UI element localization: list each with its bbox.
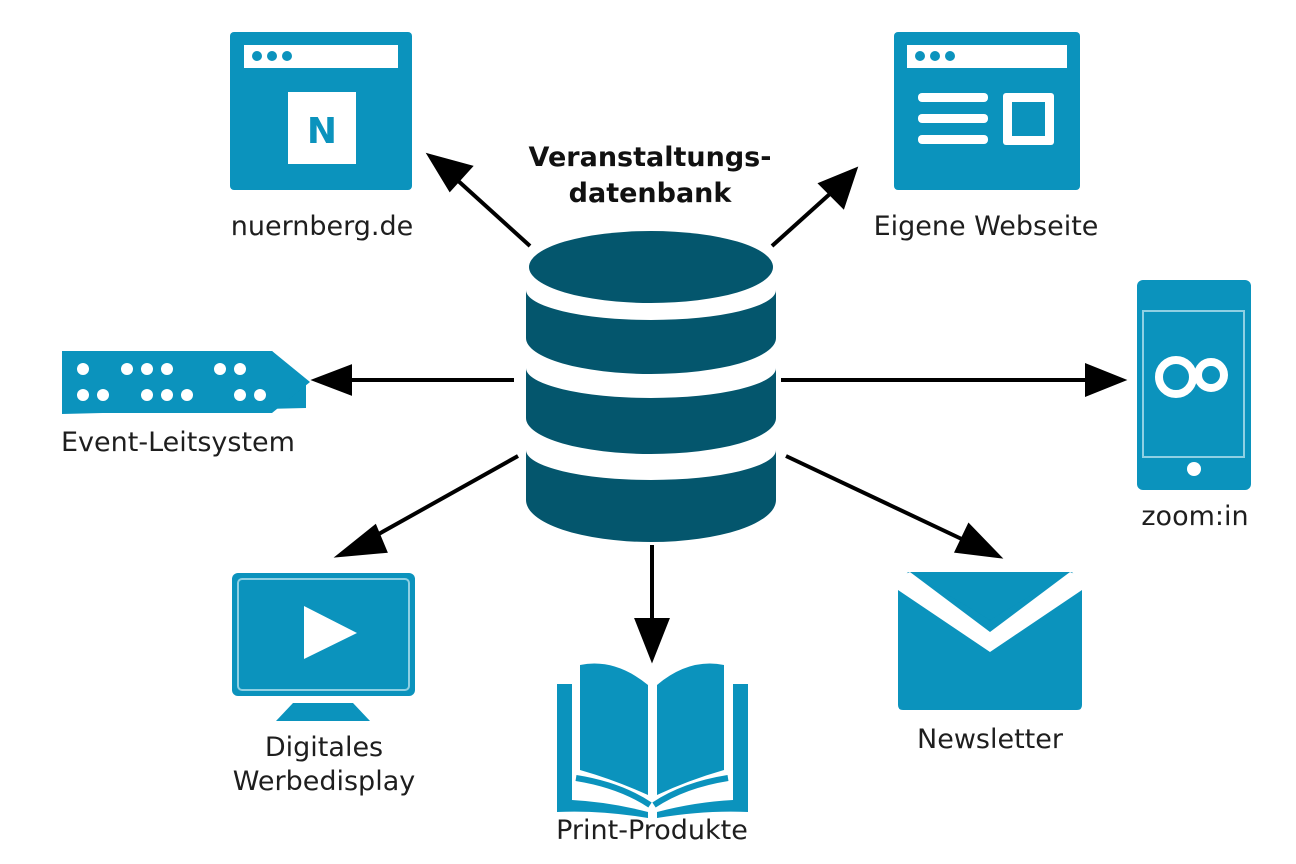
arrows (310, 152, 1128, 664)
database-icon[interactable] (526, 231, 776, 542)
browser-n-icon[interactable]: N (230, 32, 412, 190)
arrow-to-newsletter (785, 454, 1004, 559)
smartphone-icon[interactable] (1137, 280, 1251, 490)
label-newsletter: Newsletter (917, 724, 1063, 755)
label-display-line-2: Werbedisplay (232, 766, 416, 797)
browser-layout-icon[interactable] (894, 32, 1080, 190)
arrow-to-nuernberg (425, 152, 532, 248)
envelope-icon[interactable] (898, 572, 1082, 710)
open-book-icon[interactable] (557, 663, 748, 818)
title-line-2: datenbank (568, 178, 732, 209)
arrow-to-display (333, 454, 519, 558)
label-event-leitsystem: Event-Leitsystem (61, 427, 295, 458)
arrow-to-zoomin (781, 363, 1128, 397)
center-title: Veranstaltungs- datenbank (480, 140, 820, 212)
arrow-to-print (634, 545, 670, 664)
label-nuernberg: nuernberg.de (230, 211, 414, 242)
label-eigene-webseite: Eigene Webseite (873, 211, 1099, 242)
dot-sign-icon[interactable] (62, 351, 310, 414)
n-letter: N (307, 111, 337, 152)
arrow-to-leitsystem (310, 364, 514, 396)
title-line-1: Veranstaltungs- (528, 142, 772, 173)
label-print-produkte: Print-Produkte (556, 815, 748, 846)
monitor-play-icon[interactable] (232, 573, 415, 721)
arrow-to-webseite (770, 166, 859, 248)
label-display-line-1: Digitales (264, 732, 384, 763)
label-digitales-werbedisplay: Digitales Werbedisplay (200, 731, 448, 799)
label-zoomin: zoom:in (1141, 501, 1249, 532)
